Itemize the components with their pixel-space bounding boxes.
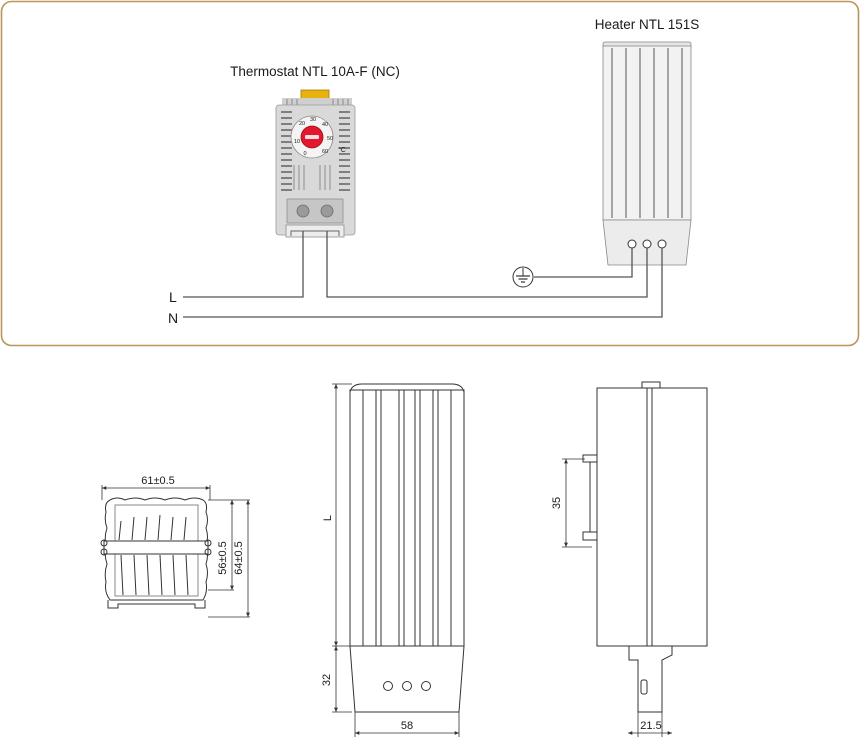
heater-terminal-n-icon	[657, 239, 667, 249]
side-view-terminal-block	[628, 646, 673, 713]
front-view-terminal-2-icon	[402, 681, 412, 691]
front-view-terminal-base	[349, 645, 465, 713]
front-view-terminal-1-icon	[383, 681, 393, 691]
wire-earth	[534, 248, 633, 278]
earth-ground-icon	[512, 266, 534, 288]
front-view-top-cap	[349, 383, 465, 393]
thermostat-label: Thermostat NTL 10A-F (NC)	[230, 64, 400, 79]
wiring-diagram-panel: Thermostat NTL 10A-F (NC)	[0, 0, 860, 347]
dial-mark-10: 10	[294, 139, 300, 145]
thermostat-cable-gland	[290, 230, 340, 236]
wiring-lines	[183, 231, 663, 318]
front-view-terminal-3-icon	[421, 681, 431, 691]
top-view-rail-hole-left-icon	[100, 539, 108, 547]
wire-l-supply	[183, 231, 304, 298]
side-view-top-tab	[641, 381, 661, 388]
heater-device	[602, 41, 692, 266]
thermostat-unit-label: °C	[338, 146, 346, 154]
dim-front-width-label: 58	[401, 720, 413, 732]
dim-height-inner-label: 56±0.5	[217, 541, 229, 575]
front-view-fin-body	[349, 389, 465, 647]
top-view-rail-hole-right2-icon	[204, 548, 212, 556]
heater-label: Heater NTL 151S	[595, 17, 700, 32]
thermostat-lower-vents	[293, 165, 331, 190]
thermostat-terminal-block	[286, 198, 344, 224]
dial-mark-30: 30	[310, 117, 316, 123]
line-l-label: L	[169, 289, 177, 305]
thermostat-dial-scale: 20 30 40 50 60 0 10	[294, 117, 333, 157]
top-view-fins	[118, 514, 189, 596]
dim-length-label: L	[322, 515, 334, 521]
dial-mark-60: 60	[322, 149, 328, 155]
side-view-terminal-slot	[640, 679, 648, 695]
dim-rail-height-label: 35	[551, 497, 563, 509]
top-view-base-clip	[107, 600, 206, 609]
front-view-fins	[362, 390, 452, 646]
heater-terminal-pe-icon	[627, 239, 637, 249]
top-view-dimensions	[101, 485, 250, 618]
dial-mark-20: 20	[299, 121, 305, 127]
wiring-panel-frame	[0, 0, 860, 347]
thermostat-top-vents	[282, 98, 352, 106]
line-n-label: N	[168, 310, 178, 326]
dim-depth-label: 21.5	[640, 720, 661, 732]
top-view-drawing	[100, 497, 212, 609]
heater-fin-body	[602, 45, 692, 221]
dim-width-inner-label: 61±0.5	[141, 475, 175, 487]
dim-base-height-label: 32	[321, 674, 333, 686]
dim-height-outer-label: 64±0.5	[233, 541, 245, 575]
thermostat-side-vents	[281, 111, 350, 191]
thermostat-knob-slot	[305, 135, 319, 139]
dial-mark-50: 50	[327, 136, 333, 142]
top-view-rail-hole-left2-icon	[100, 548, 108, 556]
thermostat-device: 20 30 40 50 60 0 10 °C	[275, 89, 356, 238]
heater-terminal-l-icon	[642, 239, 652, 249]
front-view-drawing	[349, 383, 465, 713]
top-view-inner-outline	[114, 504, 199, 597]
thermostat-terminal-left-icon	[296, 204, 310, 218]
side-view-drawing	[582, 381, 708, 713]
dial-mark-0: 0	[303, 151, 306, 157]
wire-l-thermostat-to-heater	[326, 231, 648, 298]
top-view-rail-bar	[103, 540, 209, 555]
thermostat-vent-ticks	[286, 99, 349, 105]
heater-fins	[611, 48, 683, 218]
side-view-dimensions	[562, 458, 672, 737]
wire-n-supply	[183, 248, 663, 318]
dial-mark-40: 40	[322, 122, 328, 128]
front-view-dimensions	[332, 383, 460, 737]
side-view-din-rail-clip	[582, 454, 597, 541]
top-view-rail-hole-right-icon	[204, 539, 212, 547]
thermostat-terminal-right-icon	[320, 204, 334, 218]
